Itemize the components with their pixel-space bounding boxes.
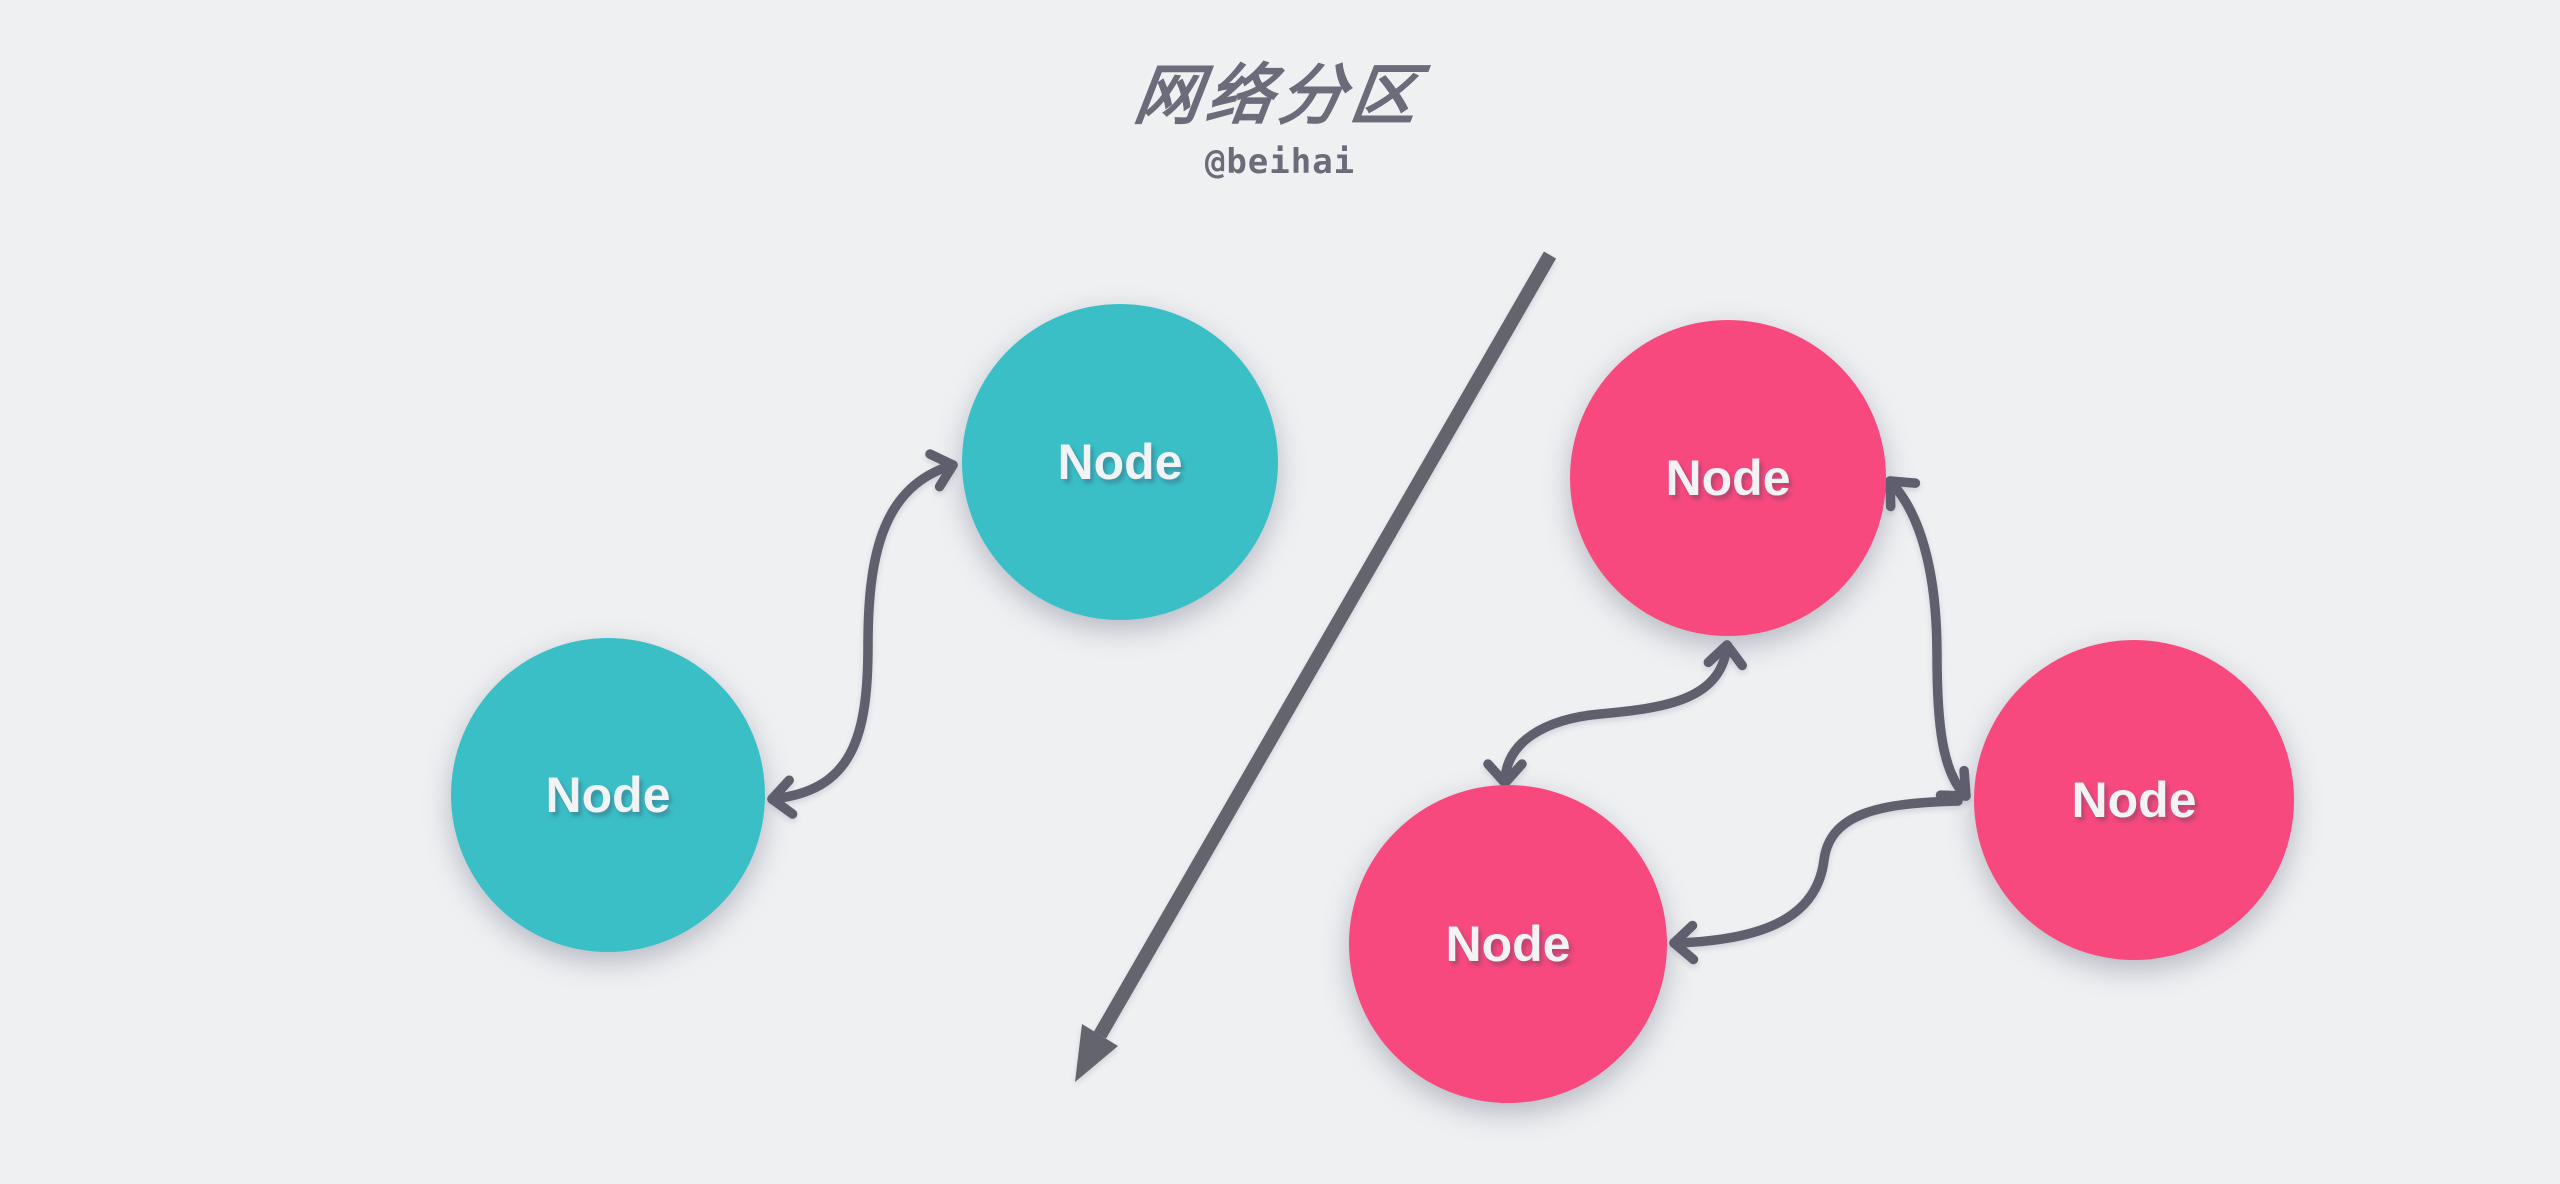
partition-divider-arrowhead-icon	[1075, 1024, 1118, 1082]
node-pink-top: Node	[1570, 320, 1886, 636]
partition-divider-layer	[1075, 251, 1557, 1082]
node-circle-pink-right	[1974, 640, 2294, 960]
edge-teal-lower--teal-upper	[767, 449, 958, 819]
node-teal-upper: Node	[962, 304, 1278, 620]
page-subtitle: @beihai	[1204, 142, 1356, 182]
node-label-teal-upper: Node	[1058, 434, 1183, 490]
edge-pink-bottom--pink-top	[1483, 640, 1747, 788]
node-pink-right: Node	[1974, 640, 2294, 960]
edge-pink-top--pink-right	[1885, 476, 1971, 801]
node-circle-teal-upper	[962, 304, 1278, 620]
node-label-teal-lower: Node	[546, 767, 671, 823]
node-circle-pink-bottom	[1349, 785, 1667, 1103]
node-teal-lower: Node	[451, 638, 765, 952]
node-label-pink-bottom: Node	[1446, 916, 1571, 972]
edge-pink-right--pink-bottom	[1669, 796, 1963, 965]
node-circle-pink-top	[1570, 320, 1886, 636]
node-pink-bottom: Node	[1349, 785, 1667, 1103]
node-label-pink-top: Node	[1666, 450, 1791, 506]
edges-layer	[767, 449, 1971, 965]
node-circle-teal-lower	[451, 638, 765, 952]
node-label-pink-right: Node	[2072, 772, 2197, 828]
partition-divider-line	[1093, 251, 1557, 1039]
